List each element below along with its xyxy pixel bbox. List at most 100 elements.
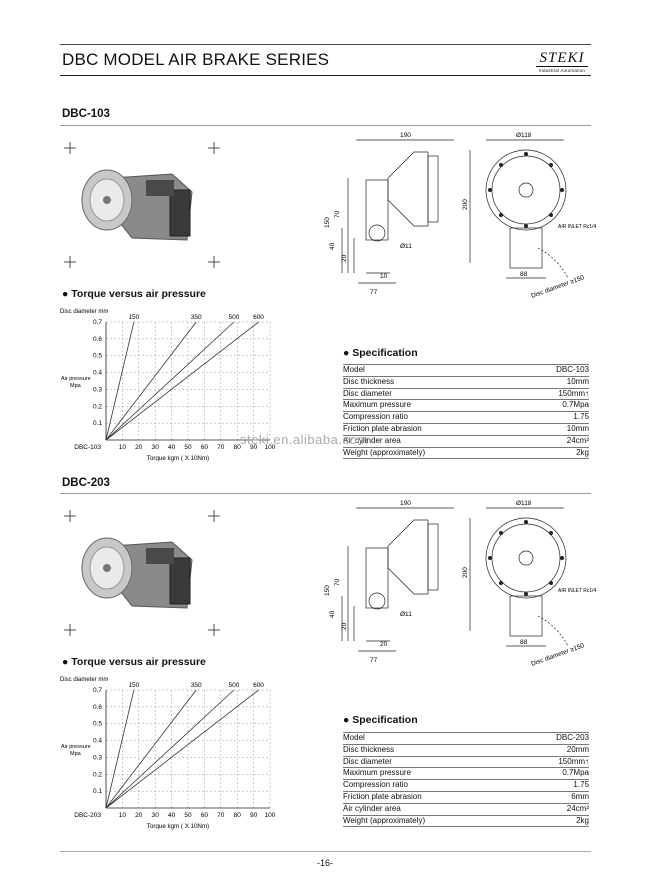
y-tick-label: 0.2 — [93, 403, 102, 410]
spec-value: 1.75 — [573, 412, 589, 422]
spec-value: 150mm↑ — [558, 756, 589, 766]
spec-label: Weight (approximately) — [343, 447, 426, 457]
spec-label: Air cylinder area — [343, 435, 401, 445]
spec-row: Air cylinder area 24cm² — [343, 436, 589, 448]
hole-label: Ø11 — [400, 243, 412, 250]
x-tick-label: 80 — [234, 812, 242, 819]
spec-value: 0.7Mpa — [562, 400, 589, 410]
logo-subtitle: Industrial Automation — [538, 68, 586, 73]
series-line-350 — [105, 321, 197, 441]
x-tick-label: 70 — [217, 812, 225, 819]
x-tick-label: 30 — [152, 812, 160, 819]
dim-width: 190 — [400, 132, 411, 139]
section-title-dbc-103: DBC-103 — [62, 108, 110, 120]
x-tick-label: 50 — [184, 444, 192, 451]
series-line-150 — [105, 321, 135, 441]
chart-heading-dbc-103: ● Torque versus air pressure — [62, 288, 206, 300]
header-rule-top — [60, 44, 591, 45]
technical-drawing-dbc-103: 190 Ø118 150 70 40 20 10 77 Ø11 200 88 A… — [324, 132, 596, 300]
series-label-350: 350 — [191, 682, 202, 689]
spec-label: Friction plate abrasion — [343, 423, 422, 433]
y-axis-unit: Mpa — [70, 751, 82, 757]
spec-label: Compression ratio — [343, 412, 408, 422]
series-label-500: 500 — [228, 314, 239, 321]
spec-heading-dbc-203: ● Specification — [343, 714, 418, 726]
y-tick-label: 0.5 — [93, 721, 102, 728]
steki-logo: STEKI Industrial Automation — [532, 51, 592, 73]
spec-label: Maximum pressure — [343, 400, 412, 410]
spec-label: Disc thickness — [343, 376, 395, 386]
spec-heading-text: Specification — [352, 714, 418, 726]
dim-150: 150 — [324, 585, 331, 596]
spec-value: 6mm — [571, 791, 589, 801]
dim-70: 70 — [334, 210, 341, 218]
y-tick-label: 0.2 — [93, 771, 102, 778]
spec-row: Maximum pressure 0.7Mpa — [343, 768, 589, 781]
spec-row: Friction plate abrasion 6mm — [343, 792, 589, 804]
spec-value: DBC-203 — [556, 733, 589, 742]
y-axis-label: Air pressure — [61, 744, 91, 750]
spec-label: Friction plate abrasion — [343, 791, 422, 801]
y-tick-label: 0.6 — [93, 704, 102, 711]
y-axis-unit: Mpa — [70, 383, 82, 389]
x-tick-label: 30 — [152, 444, 160, 451]
series-line-500 — [105, 689, 235, 809]
spec-value: 10mm — [566, 376, 589, 386]
x-tick-label: 60 — [201, 444, 209, 451]
y-tick-label: 0.1 — [93, 420, 102, 427]
y-tick-label: 0.4 — [93, 738, 102, 745]
dim-200: 200 — [462, 199, 469, 210]
spec-label: Model — [343, 365, 365, 374]
spec-label: Compression ratio — [343, 780, 408, 790]
spec-label: Disc thickness — [343, 744, 395, 754]
dim-40: 40 — [329, 610, 336, 618]
top-label: Disc diameter mm — [60, 677, 108, 683]
series-label-150: 150 — [128, 314, 139, 321]
dim-150: 150 — [324, 217, 331, 228]
spec-value: 24cm² — [566, 435, 589, 445]
spec-label: Disc diameter — [343, 388, 392, 398]
hole-label: Ø11 — [400, 611, 412, 618]
dim-20: 20 — [341, 254, 348, 262]
footer-rule — [60, 851, 591, 852]
y-tick-label: 0.3 — [93, 754, 102, 761]
spec-value: 24cm² — [566, 803, 589, 813]
air-inlet-label: AIR INLET Rc1/4 — [558, 588, 596, 594]
y-tick-label: 0.5 — [93, 353, 102, 360]
dim-77: 77 — [370, 657, 378, 664]
spec-row: Model DBC-103 — [343, 364, 589, 377]
x-tick-label: 20 — [135, 444, 143, 451]
dim-diameter: Ø118 — [516, 500, 532, 507]
x-tick-label: 60 — [201, 812, 209, 819]
dim-40: 40 — [329, 242, 336, 250]
spec-heading-dbc-103: ● Specification — [343, 347, 418, 359]
y-tick-label: 0.7 — [93, 319, 102, 326]
spec-value: 0.7Mpa — [562, 768, 589, 778]
series-line-500 — [105, 321, 235, 441]
spec-label: Maximum pressure — [343, 768, 412, 778]
chart-heading-text: Torque versus air pressure — [71, 288, 206, 300]
spec-value: 150mm↑ — [558, 388, 589, 398]
spec-value: 2kg — [576, 815, 589, 825]
x-tick-label: 90 — [250, 444, 258, 451]
header-rule-bottom — [60, 75, 591, 76]
spec-row: Compression ratio 1.75 — [343, 780, 589, 792]
series-line-350 — [105, 689, 197, 809]
spec-value: DBC-103 — [556, 365, 589, 374]
dim-88: 88 — [520, 271, 528, 278]
y-tick-label: 0.3 — [93, 386, 102, 393]
spec-row: Disc thickness 10mm — [343, 377, 589, 389]
top-label: Disc diameter mm — [60, 309, 108, 315]
x-origin-label: DBC-203 — [74, 812, 101, 819]
chart-heading-dbc-203: ● Torque versus air pressure — [62, 656, 206, 668]
y-tick-label: 0.1 — [93, 788, 102, 795]
page-title: DBC MODEL AIR BRAKE SERIES — [62, 50, 330, 69]
x-tick-label: 90 — [250, 812, 258, 819]
watermark: steki.en.alibaba.com — [240, 432, 369, 447]
dim-20: 20 — [341, 622, 348, 630]
spec-value: 1.75 — [573, 780, 589, 790]
